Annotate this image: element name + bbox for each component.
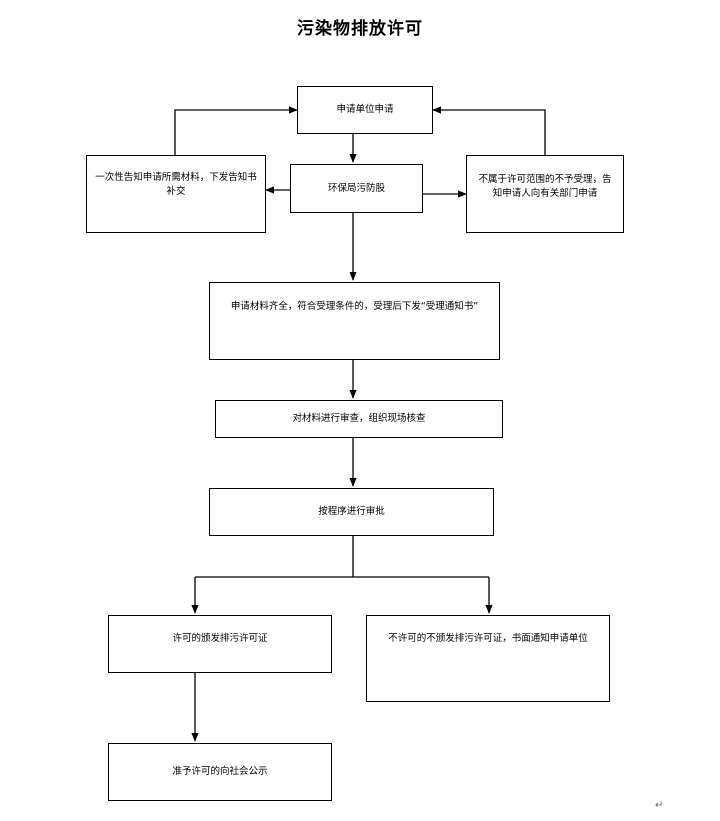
node-apply: 申请单位申请 xyxy=(297,86,433,134)
node-review: 对材料进行审查，组织现场核查 xyxy=(215,400,503,438)
node-publish: 准予许可的向社会公示 xyxy=(108,743,332,801)
node-deny: 不许可的不颁发排污许可证，书面通知申请单位 xyxy=(366,615,610,702)
arrow-incomplete-to-apply xyxy=(174,106,298,155)
node-accepted: 申请材料齐全，符合受理条件的，受理后下发“受理通知书” xyxy=(209,282,500,360)
node-permit: 许可的颁发排污许可证 xyxy=(108,615,332,673)
node-out-of-scope: 不属于许可范围的不予受理，告知申请人向有关部门申请 xyxy=(466,155,624,233)
paragraph-mark: ↵ xyxy=(655,800,664,811)
node-incomplete: 一次性告知申请所需材料，下发告知书补交 xyxy=(86,155,266,233)
page-title: 污染物排放许可 xyxy=(297,19,423,39)
arrow-out-of-scope-to-apply xyxy=(432,106,546,155)
node-epb: 环保局污防股 xyxy=(290,164,423,213)
node-approve: 按程序进行审批 xyxy=(209,488,494,536)
